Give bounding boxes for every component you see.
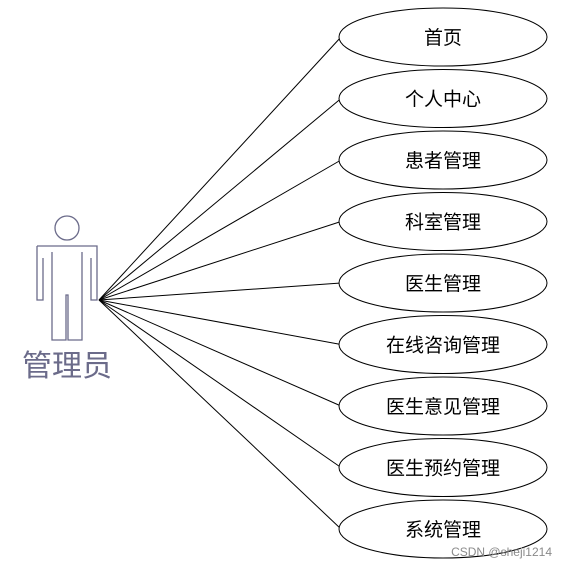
association-lines <box>98 36 342 530</box>
stick-figure-icon <box>36 215 98 341</box>
use-case-ellipse <box>338 499 548 559</box>
use-case-label: 科室管理 <box>405 212 481 234</box>
use-case-label: 个人中心 <box>405 89 481 111</box>
use-case: 个人中心 <box>338 69 548 128</box>
association-line <box>98 299 342 407</box>
association-line <box>98 299 342 468</box>
use-case: 医生管理 <box>338 253 548 313</box>
use-case: 科室管理 <box>338 192 548 251</box>
use-case-label: 医生管理 <box>405 273 481 295</box>
use-case-label: 患者管理 <box>405 150 481 172</box>
use-case-ellipse <box>338 253 548 313</box>
association-line <box>98 98 342 301</box>
association-line <box>98 299 342 530</box>
association-line <box>98 159 342 301</box>
actor-label: 管理员 <box>22 349 112 384</box>
use-case: 医生预约管理 <box>338 438 548 497</box>
use-case: 首页 <box>338 7 548 67</box>
use-case-ellipse <box>338 69 548 128</box>
use-case-label: 在线咨询管理 <box>386 335 500 357</box>
use-case-ellipse <box>338 7 548 67</box>
use-case-label: 医生预约管理 <box>386 458 500 480</box>
use-case: 医生意见管理 <box>338 376 548 436</box>
use-case-ellipse <box>338 438 548 497</box>
use-case: 患者管理 <box>338 130 548 190</box>
use-case: 系统管理 <box>338 499 548 559</box>
association-line <box>98 299 342 345</box>
use-case-label: 系统管理 <box>405 519 481 541</box>
watermark: CSDN @sheji1214 <box>451 545 552 559</box>
use-case-ellipse <box>338 192 548 251</box>
actor-admin: 管理员 <box>22 215 112 384</box>
use-case-label: 首页 <box>424 27 462 49</box>
use-case-label: 医生意见管理 <box>386 396 500 418</box>
association-line <box>98 221 342 301</box>
association-line <box>98 282 342 301</box>
use-case-ellipse <box>338 376 548 436</box>
use-case-ellipse <box>338 315 548 374</box>
association-line <box>98 36 342 301</box>
use-case-ellipse <box>338 130 548 190</box>
use-case: 在线咨询管理 <box>338 315 548 374</box>
